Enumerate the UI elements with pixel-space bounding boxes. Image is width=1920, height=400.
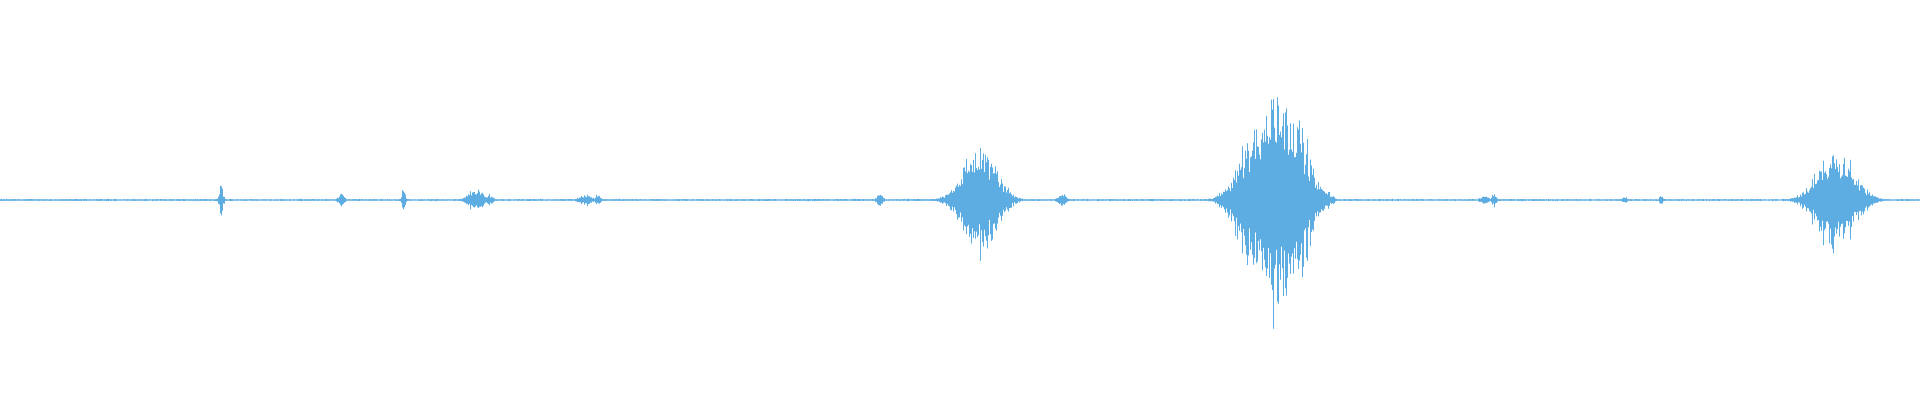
- waveform-samples: [0, 97, 1920, 329]
- waveform-amplitude: [0, 97, 1920, 329]
